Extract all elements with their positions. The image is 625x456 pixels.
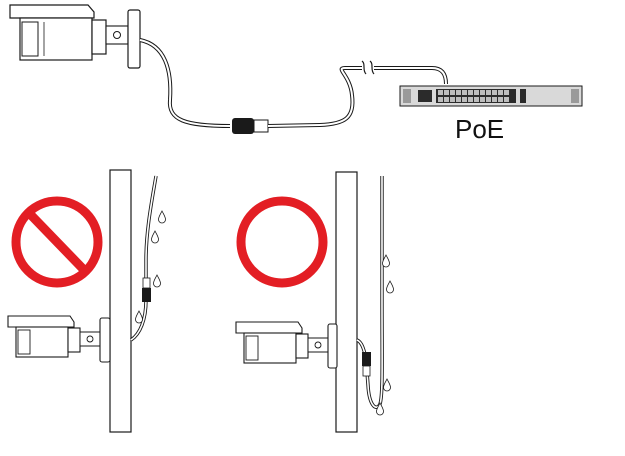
- cable-left-wrong: [129, 175, 158, 342]
- camera-left: [7, 315, 111, 363]
- poe-switch: [399, 85, 583, 107]
- allowed-icon: [236, 196, 328, 288]
- water-drops-left: [135, 210, 166, 324]
- water-drops-right: [376, 254, 394, 416]
- wall-left: [109, 169, 132, 433]
- prohibited-icon: [11, 196, 103, 288]
- poe-label: PoE: [455, 114, 505, 144]
- camera-right: [235, 321, 338, 369]
- top-cable: [139, 38, 448, 134]
- wall-right: [335, 171, 358, 433]
- top-camera: [9, 4, 141, 69]
- cable-right-correct: [356, 176, 384, 409]
